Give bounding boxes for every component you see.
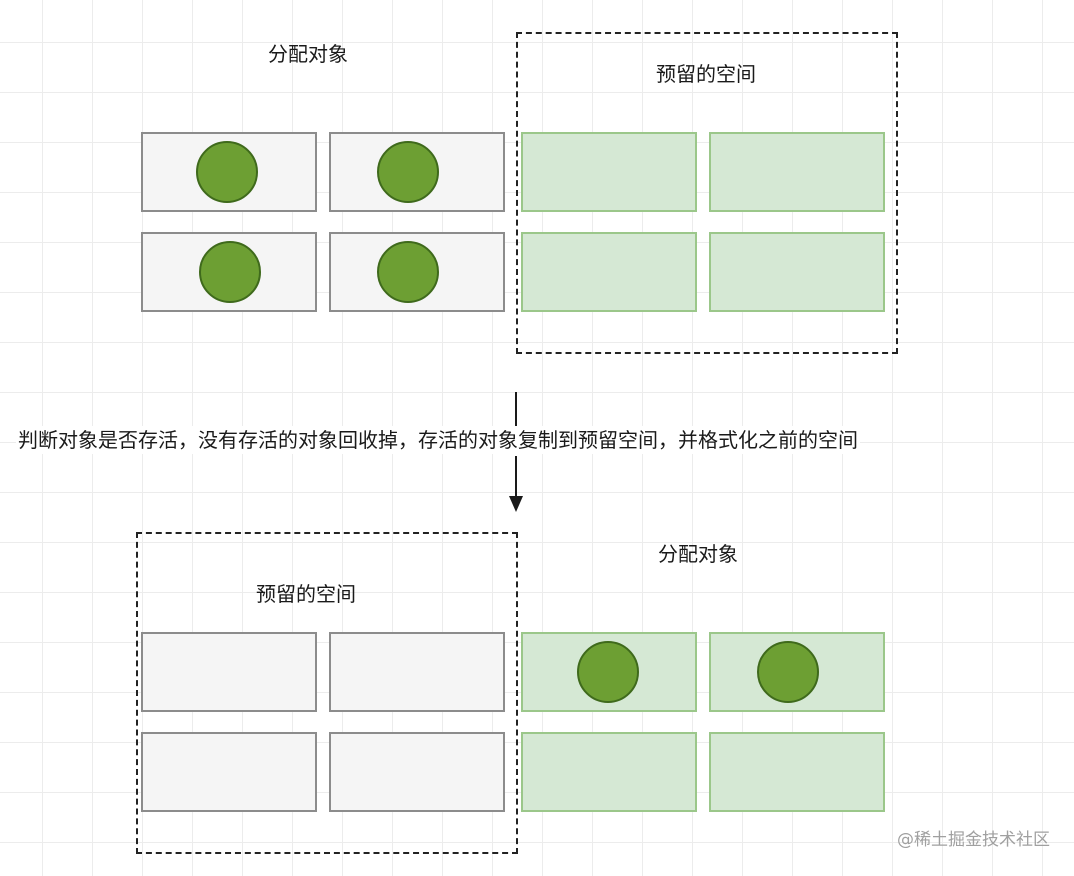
process-caption: 判断对象是否存活，没有存活的对象回收掉，存活的对象复制到预留空间，并格式化之前的… bbox=[16, 426, 860, 454]
bottom-allocated-cell-2 bbox=[709, 632, 885, 712]
watermark: @稀土掘金技术社区 bbox=[897, 830, 1050, 850]
bottom-allocated-cell-1 bbox=[521, 632, 697, 712]
top-allocated-cell-2 bbox=[329, 132, 505, 212]
live-object-circle bbox=[377, 241, 439, 303]
top-allocated-cell-3 bbox=[141, 232, 317, 312]
top-allocated-cell-4 bbox=[329, 232, 505, 312]
live-object-circle bbox=[196, 141, 258, 203]
bottom-reserved-cell-2 bbox=[329, 632, 505, 712]
live-object-circle bbox=[577, 641, 639, 703]
top-allocated-label: 分配对象 bbox=[268, 42, 348, 66]
arrow-line-lower bbox=[515, 456, 517, 498]
top-reserved-cell-1 bbox=[521, 132, 697, 212]
arrow-down-icon bbox=[509, 496, 523, 512]
bottom-reserved-label: 预留的空间 bbox=[256, 582, 356, 606]
bottom-reserved-cell-1 bbox=[141, 632, 317, 712]
top-reserved-cell-2 bbox=[709, 132, 885, 212]
bottom-allocated-cell-4 bbox=[709, 732, 885, 812]
arrow-line-upper bbox=[515, 392, 517, 432]
live-object-circle bbox=[757, 641, 819, 703]
bottom-reserved-cell-3 bbox=[141, 732, 317, 812]
top-reserved-label: 预留的空间 bbox=[656, 62, 756, 86]
top-allocated-cell-1 bbox=[141, 132, 317, 212]
live-object-circle bbox=[377, 141, 439, 203]
top-reserved-cell-4 bbox=[709, 232, 885, 312]
top-reserved-cell-3 bbox=[521, 232, 697, 312]
live-object-circle bbox=[199, 241, 261, 303]
bottom-allocated-label: 分配对象 bbox=[658, 542, 738, 566]
bottom-allocated-cell-3 bbox=[521, 732, 697, 812]
bottom-reserved-space-boundary bbox=[136, 532, 518, 854]
top-reserved-space-boundary bbox=[516, 32, 898, 354]
bottom-reserved-cell-4 bbox=[329, 732, 505, 812]
